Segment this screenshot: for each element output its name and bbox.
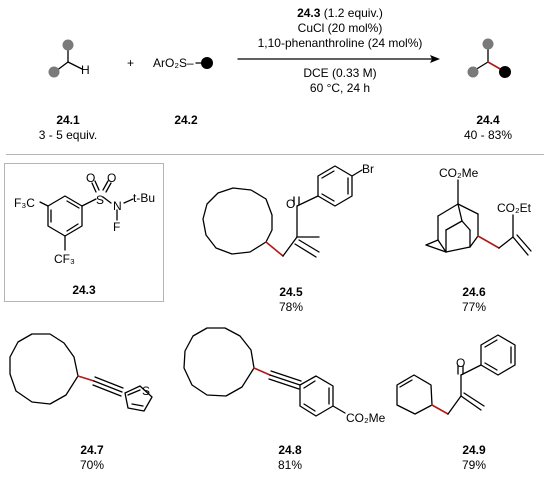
nitrogen-label: N	[113, 199, 122, 213]
black-atom-product	[499, 66, 511, 78]
reactant2-id: 24.2	[174, 113, 198, 127]
compound-24-6-structure	[425, 179, 532, 256]
catalyst-text: CuCl (20 mol%)	[297, 21, 383, 35]
compound-24-3-structure	[39, 180, 134, 251]
compound-24-7-structure	[9, 333, 153, 412]
compound-24-8-structure	[183, 327, 346, 417]
ketone-oxygen-label: O	[456, 356, 466, 370]
compound-id: 24.7	[80, 443, 104, 457]
section-divider	[6, 154, 544, 155]
reagent-line: 24.3 (1.2 equiv.)	[297, 6, 383, 20]
reactant-24-1-structure	[48, 39, 83, 78]
solvent-text: DCE (0.33 M)	[303, 66, 377, 80]
grey-atom-top	[482, 38, 494, 50]
compound-yield: 77%	[461, 300, 487, 314]
compound-yield: 70%	[79, 458, 105, 472]
tbu-label: t-Bu	[133, 191, 156, 205]
ester-label: CO₂Me	[346, 411, 386, 425]
ligand-text: 1,10-phenanthroline (24 mol%)	[257, 36, 423, 50]
h-atom-label: H	[81, 63, 90, 77]
plus-sign: +	[127, 56, 135, 70]
oxygen-label-1: O	[86, 171, 96, 185]
f3c-label: F₃C	[14, 196, 35, 210]
co2me-label: CO₂Me	[439, 166, 479, 180]
cf3-label: CF₃	[54, 252, 75, 266]
reagent-box	[4, 163, 164, 302]
black-atom-reagent	[201, 57, 213, 69]
sulfonyl-label: ArO₂S–	[153, 56, 194, 70]
grey-atom-top	[62, 39, 74, 51]
fluorine-label: F	[113, 220, 121, 234]
compound-id: 24.6	[462, 285, 486, 299]
sulfur-label: S	[96, 193, 105, 207]
oxygen-label-2: O	[107, 171, 117, 185]
product-id: 24.4	[476, 113, 500, 127]
compound-id: 24.8	[278, 443, 302, 457]
thiophene-sulfur-label: S	[142, 384, 151, 398]
co2et-label: CO₂Et	[497, 201, 531, 215]
product-yield: 40 - 83%	[463, 128, 513, 142]
compound-yield: 78%	[278, 300, 304, 314]
grey-atom-left	[48, 66, 60, 78]
product-24-4-structure	[467, 38, 511, 78]
conditions-text: 60 °C, 24 h	[309, 81, 371, 95]
compound-yield: 81%	[277, 458, 303, 472]
compound-24-9-structure	[396, 334, 516, 415]
compound-id: 24.3	[72, 283, 96, 297]
compound-24-5-structure	[202, 165, 363, 258]
bromine-label: Br	[362, 162, 374, 176]
reactant1-id: 24.1	[56, 113, 80, 127]
reactant1-equiv: 3 - 5 equiv.	[38, 128, 98, 142]
compound-id: 24.9	[462, 443, 486, 457]
reaction-arrow	[237, 55, 440, 63]
grey-atom-left	[467, 66, 479, 78]
reagent-compound-id: 24.3	[297, 6, 321, 20]
ketone-oxygen-label: O	[286, 197, 296, 211]
reagent-amount: (1.2 equiv.)	[320, 6, 383, 20]
compound-yield: 79%	[461, 458, 487, 472]
compound-id: 24.5	[279, 285, 303, 299]
